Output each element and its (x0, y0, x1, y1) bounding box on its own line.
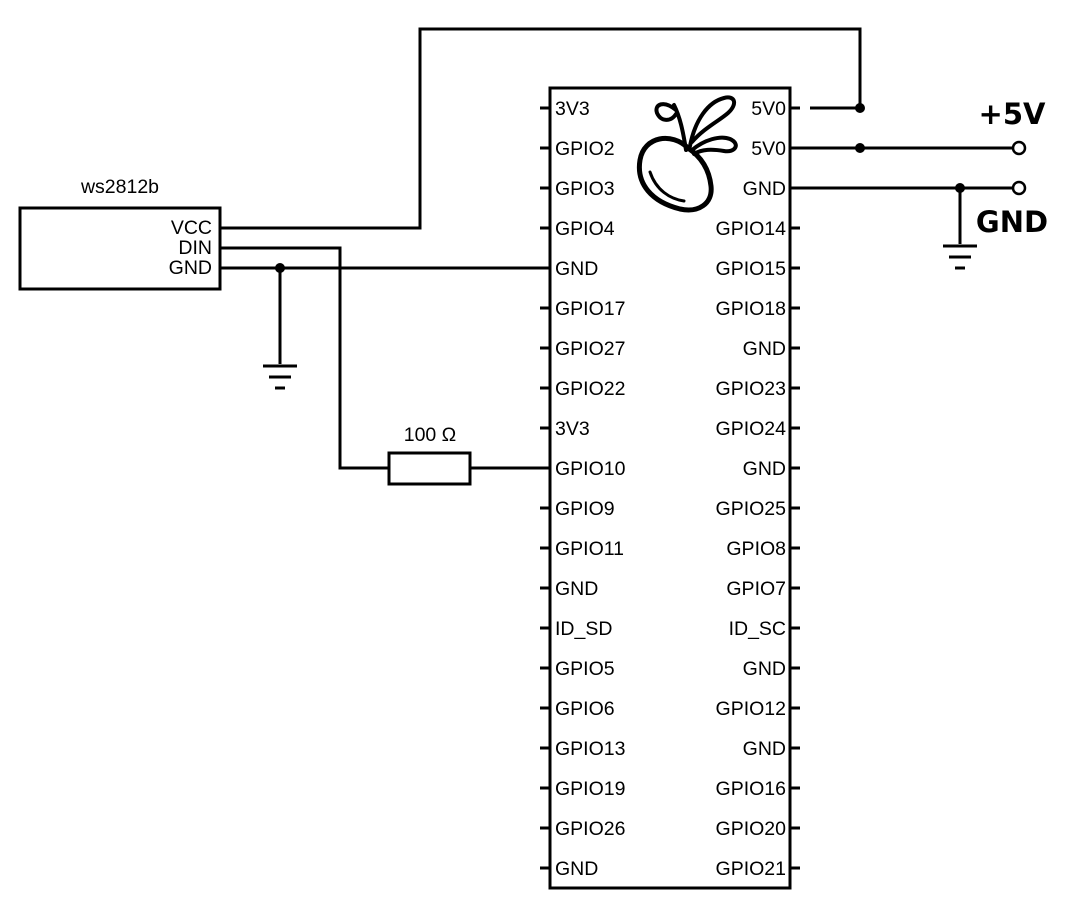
right-pin-gpio15: GPIO15 (716, 258, 787, 280)
right-pin-id-sc: ID_SC (729, 618, 786, 640)
left-pin-3v3: 3V3 (555, 98, 590, 120)
left-pin-3v3: 3V3 (555, 418, 590, 440)
left-pin-column: 3V3GPIO2GPIO3GPIO4GNDGPIO17GPIO27GPIO223… (540, 98, 626, 880)
ws2812b-module: ws2812b VCC DIN GND (18, 176, 222, 291)
right-pin-gpio21: GPIO21 (716, 858, 786, 880)
left-pin-gpio6: GPIO6 (555, 698, 615, 720)
right-pin-gpio16: GPIO16 (716, 778, 786, 800)
left-pin-gpio2: GPIO2 (555, 138, 615, 160)
raspberry-logo-icon (636, 95, 738, 213)
right-pin-gnd: GND (743, 738, 786, 760)
module-pin-gnd: GND (169, 257, 212, 279)
left-pin-gpio26: GPIO26 (555, 818, 625, 840)
left-pin-gnd: GND (555, 858, 598, 880)
right-pin-gnd: GND (743, 178, 786, 200)
raspberry-pi-header: 3V3GPIO2GPIO3GPIO4GNDGPIO17GPIO27GPIO223… (540, 86, 800, 890)
left-pin-gpio27: GPIO27 (555, 338, 625, 360)
wires (220, 27, 1012, 470)
plus-5v-label: +5V (979, 97, 1046, 131)
right-pin-gnd: GND (743, 458, 786, 480)
resistor-label: 100 Ω (404, 424, 457, 446)
right-pin-gnd: GND (743, 658, 786, 680)
wire-din (220, 246, 388, 470)
junction-dot (275, 263, 285, 273)
junction-dot (855, 143, 865, 153)
left-pin-gpio9: GPIO9 (555, 498, 615, 520)
left-pin-gpio13: GPIO13 (555, 738, 625, 760)
junctions (275, 103, 965, 273)
board-body (548, 86, 792, 890)
right-pin-gpio25: GPIO25 (716, 498, 787, 520)
right-pin-gpio23: GPIO23 (716, 378, 786, 400)
right-pin-gpio24: GPIO24 (716, 418, 787, 440)
junction-dot (855, 103, 865, 113)
right-pin-5v0: 5V0 (751, 138, 786, 160)
supply-terminals: +5V GND (976, 97, 1048, 239)
right-pin-gpio12: GPIO12 (716, 698, 786, 720)
terminal-plus-5v (1011, 140, 1027, 156)
junction-dot (955, 183, 965, 193)
resistor: 100 Ω (387, 424, 472, 486)
left-pin-gpio22: GPIO22 (555, 378, 625, 400)
left-pin-gpio10: GPIO10 (555, 458, 626, 480)
right-pin-gpio8: GPIO8 (726, 538, 786, 560)
left-pin-gpio4: GPIO4 (555, 218, 615, 240)
left-pin-gpio3: GPIO3 (555, 178, 615, 200)
left-pin-gpio17: GPIO17 (555, 298, 625, 320)
left-pin-gpio19: GPIO19 (555, 778, 625, 800)
ground-symbol-module (263, 364, 297, 390)
resistor-body (387, 451, 472, 486)
wire-vcc (220, 27, 862, 230)
ground-symbol-supply (943, 244, 977, 270)
left-pin-gnd: GND (555, 578, 598, 600)
terminal-gnd (1011, 180, 1027, 196)
right-pin-5v0: 5V0 (751, 98, 786, 120)
right-pin-gpio14: GPIO14 (716, 218, 787, 240)
left-pin-gnd: GND (555, 258, 598, 280)
module-pin-vcc: VCC (171, 217, 212, 239)
right-pin-gpio7: GPIO7 (726, 578, 786, 600)
gnd-supply-label: GND (976, 205, 1048, 239)
left-pin-gpio11: GPIO11 (555, 538, 624, 560)
right-pin-column: 5V05V0GNDGPIO14GPIO15GPIO18GNDGPIO23GPIO… (716, 98, 800, 880)
left-pin-id-sd: ID_SD (555, 618, 612, 640)
right-pin-gpio20: GPIO20 (716, 818, 787, 840)
module-name: ws2812b (80, 176, 159, 198)
module-pin-din: DIN (178, 237, 212, 259)
right-pin-gnd: GND (743, 338, 786, 360)
right-pin-gpio18: GPIO18 (716, 298, 786, 320)
left-pin-gpio5: GPIO5 (555, 658, 615, 680)
